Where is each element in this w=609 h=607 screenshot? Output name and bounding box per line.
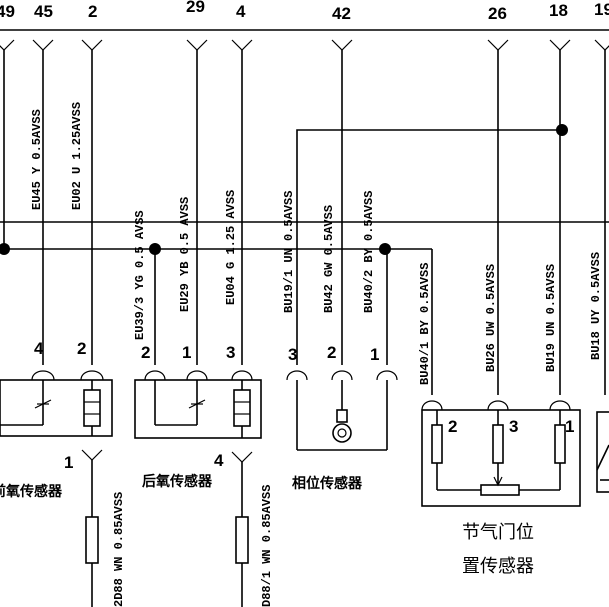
wire-label: EU02 U 1.25AVSS xyxy=(70,102,84,210)
ecu-pin-label: 18 xyxy=(549,1,568,20)
front-o2-sensor: 4 2 1 前氧传感器 xyxy=(0,339,113,607)
wire-label: BU40/1 BY 0.5AVSS xyxy=(418,263,432,385)
wire-label: 2D88 WN 0.85AVSS xyxy=(112,492,126,607)
pin-number: 4 xyxy=(214,451,224,470)
component-label: 相位传感器 xyxy=(292,475,363,492)
component-label: 节气门位 xyxy=(462,522,534,543)
wire-label: EU45 Y 0.5AVSS xyxy=(30,109,44,210)
cam-sensor: 3 2 1 相位传感器 xyxy=(286,343,398,492)
wire-label: EU04 G 1.25 AVSS xyxy=(224,190,238,305)
pin-number: 1 xyxy=(370,345,379,364)
partial-component-right xyxy=(596,411,609,493)
pin-number: 2 xyxy=(448,417,457,436)
rear-o2-sensor: 2 1 3 4 后氧传感器 xyxy=(134,343,262,607)
wire-label: BU40/2 BY 0.5AVSS xyxy=(362,191,376,313)
junction-dot xyxy=(379,243,391,255)
pin-number: 3 xyxy=(226,343,235,362)
tps-sensor: 2 3 1 节气门位 置传感器 xyxy=(421,400,581,577)
pin-number: 2 xyxy=(77,339,86,358)
ecu-pin-label: 26 xyxy=(488,4,507,23)
component-label: 前氧传感器 xyxy=(0,483,63,500)
ecu-pin-label: 42 xyxy=(332,4,351,23)
wire-label: EU29 YB 0.5 AVSS xyxy=(178,197,192,312)
wire-label: BU19/1 UN 0.5AVSS xyxy=(282,191,296,313)
wire-label: BU42 GW 0.5AVSS xyxy=(322,205,336,313)
ecu-pin-label: 4 xyxy=(236,2,246,21)
pin-number: 1 xyxy=(565,417,574,436)
wire-label: EU39/3 YG 0.5 AVSS xyxy=(133,210,147,340)
ecu-pin-label: 19 xyxy=(594,0,609,19)
pin-number: 3 xyxy=(509,417,518,436)
pin-number: 2 xyxy=(327,343,336,362)
junction-dot xyxy=(556,124,568,136)
ecu-pin-label: 45 xyxy=(34,2,53,21)
ecu-terminals xyxy=(0,39,609,51)
cam-feed-wire xyxy=(296,129,562,365)
component-label: 置传感器 xyxy=(462,556,534,577)
wire-label: BU18 UY 0.5AVSS xyxy=(589,252,603,360)
pin-number: 1 xyxy=(182,343,191,362)
ecu-pin-label: 2 xyxy=(88,2,97,21)
wire-label: BU19 UN 0.5AVSS xyxy=(544,264,558,372)
ecu-pin-label: 49 xyxy=(0,2,15,21)
pin-number: 3 xyxy=(288,345,297,364)
pin-number: 1 xyxy=(64,453,73,472)
ecu-pin-label: 29 xyxy=(186,0,205,16)
wire-label: D88/1 WN 0.85AVSS xyxy=(260,485,274,607)
junction-dot xyxy=(0,243,10,255)
pin-number: 2 xyxy=(141,343,150,362)
pin-number: 4 xyxy=(34,339,44,358)
component-label: 后氧传感器 xyxy=(142,473,213,490)
wire-label: BU26 UW 0.5AVSS xyxy=(484,264,498,372)
